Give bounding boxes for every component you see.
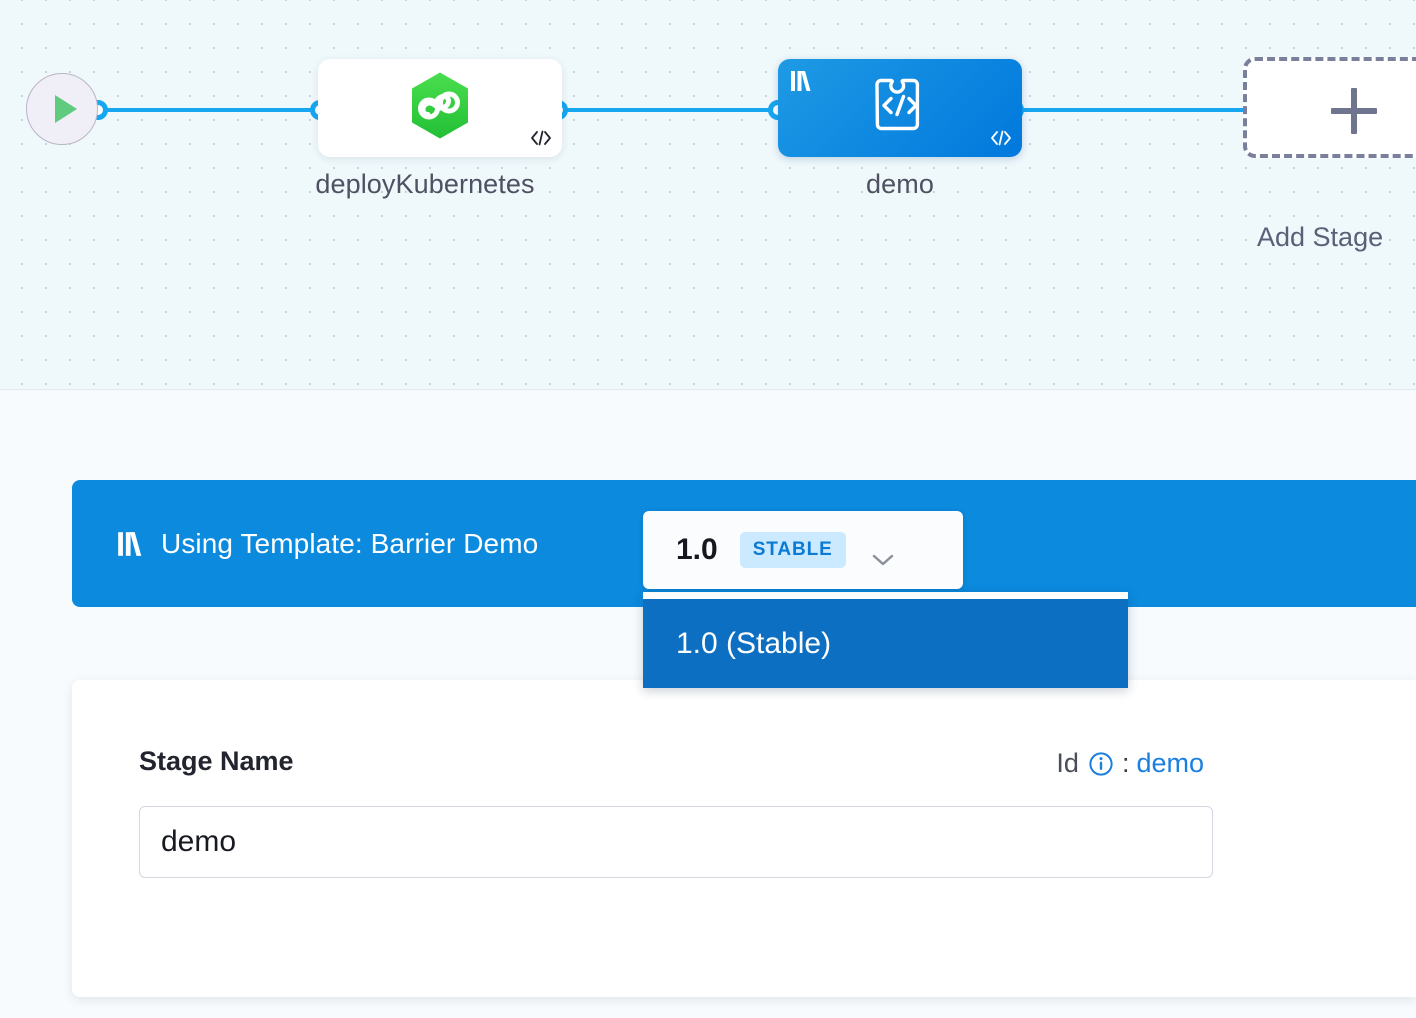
connector-line-demo-to-add: [1006, 108, 1250, 112]
add-stage-button[interactable]: [1243, 57, 1416, 158]
template-version-select[interactable]: 1.0 STABLE: [643, 511, 963, 589]
harness-infinity-hexagon-icon: [408, 71, 472, 146]
pipeline-canvas[interactable]: deployKubernetes: [0, 0, 1416, 390]
add-stage-label: Add Stage: [1257, 222, 1384, 252]
stage-name-input[interactable]: [139, 806, 1213, 878]
stage-id-row: Id : demo: [1056, 748, 1204, 779]
stage-name-label: Stage Name: [139, 746, 294, 776]
template-bars-icon: [117, 529, 143, 559]
stage-details-card: Stage Name Id : demo: [72, 680, 1416, 997]
connector-line-k8s-to-demo: [552, 108, 790, 112]
template-version-dropdown-list[interactable]: 1.0 (Stable): [643, 592, 1128, 688]
play-icon: [55, 95, 77, 123]
stage-id-value: demo: [1136, 748, 1204, 778]
connector-line-start-to-k8s: [96, 108, 328, 112]
plus-icon-vertical: [1351, 88, 1357, 134]
using-template-label: Using Template: Barrier Demo: [161, 527, 539, 559]
id-label: Id: [1056, 748, 1079, 778]
stage-node-label-demo: demo: [866, 169, 934, 199]
template-puzzle-code-icon: [869, 75, 931, 142]
stage-config-panel: Using Template: Barrier Demo Stage Name …: [0, 391, 1416, 1018]
code-icon[interactable]: [990, 130, 1012, 151]
template-bars-icon: [790, 69, 812, 98]
stable-badge: STABLE: [739, 532, 846, 568]
id-separator: :: [1121, 748, 1130, 778]
stage-node-demo[interactable]: [778, 59, 1022, 157]
info-icon[interactable]: [1088, 751, 1114, 777]
stage-node-deploykubernetes[interactable]: [318, 59, 562, 157]
template-version-value: 1.0: [676, 533, 718, 566]
pipeline-start-node[interactable]: [26, 73, 98, 145]
code-icon[interactable]: [530, 130, 552, 151]
stage-node-label-deploykubernetes: deployKubernetes: [315, 169, 535, 199]
template-version-option[interactable]: 1.0 (Stable): [643, 599, 1128, 688]
